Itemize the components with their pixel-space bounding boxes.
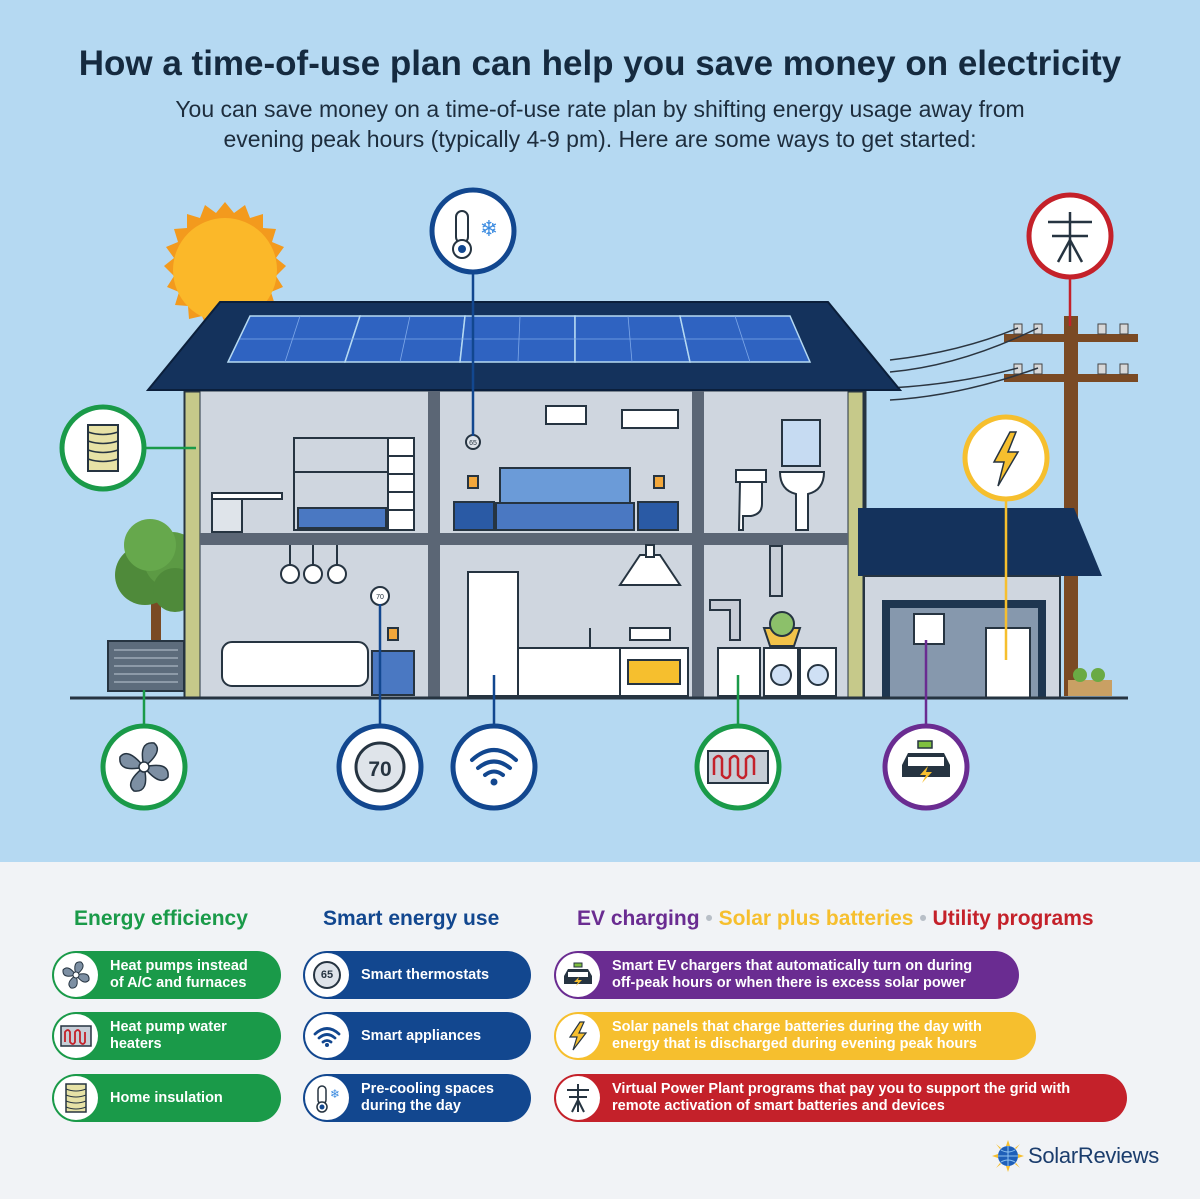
wifi-icon [305, 1014, 349, 1058]
lightning-icon [556, 1014, 600, 1058]
living-room [221, 545, 415, 696]
pill-text: Virtual Power Plant programs that pay yo… [612, 1081, 1070, 1115]
pill-text-line: Smart thermostats [361, 966, 490, 983]
pill-text-line: remote activation of smart batteries and… [612, 1098, 945, 1114]
programs-heading: EV charging • Solar plus batteries • Uti… [577, 907, 1094, 931]
pill-text-line: Smart appliances [361, 1027, 482, 1044]
bedroom [453, 405, 679, 531]
ev-callout [882, 723, 970, 811]
bunk-bed-room [211, 437, 415, 533]
heading-separator: • [705, 907, 713, 930]
power-pole-callout [1026, 192, 1114, 280]
smart-thermostat-pill: 65 Smart thermostats [303, 951, 531, 999]
fan-icon [54, 953, 98, 997]
pill-text-line: energy that is discharged during evening… [612, 1036, 977, 1052]
solar-batteries-heading: Solar plus batteries [718, 907, 914, 930]
pill-text: Smart EV chargers that automatically tur… [612, 958, 972, 992]
heat-pump-pill: Heat pumps instead of A/C and furnaces [52, 951, 281, 999]
pill-text-line: Solar panels that charge batteries durin… [612, 1019, 982, 1035]
pre-cooling-pill: ❄ Pre-cooling spaces during the day [303, 1074, 531, 1122]
thermostat-callout [336, 723, 424, 811]
ev-car-icon [556, 953, 600, 997]
water-heater-coil-icon [54, 1014, 98, 1058]
svg-text:❄: ❄ [330, 1087, 340, 1101]
solar-batteries-pill: Solar panels that charge batteries durin… [554, 1012, 1036, 1060]
smart-energy-use-heading: Smart energy use [323, 907, 500, 930]
solarreviews-logo: SolarReviews [992, 1140, 1159, 1172]
pill-text-line: Virtual Power Plant programs that pay yo… [612, 1081, 1071, 1097]
planter [1068, 668, 1112, 696]
subtitle-line-2: evening peak hours (typically 4-9 pm). H… [223, 126, 977, 152]
svg-text:❄: ❄ [480, 217, 498, 242]
pill-text-line: Smart EV chargers that automatically tur… [612, 958, 973, 974]
thermometer-snowflake-icon: ❄ [305, 1076, 349, 1120]
sun-globe-icon [992, 1140, 1024, 1172]
pill-text-line: Heat pumps instead [110, 958, 248, 974]
pill-text: Home insulation [110, 1090, 223, 1107]
pill-text-line: of A/C and furnaces [110, 975, 247, 991]
thermostat-icon: 65 [305, 953, 349, 997]
virtual-power-plant-pill: Virtual Power Plant programs that pay yo… [554, 1074, 1127, 1122]
wifi-callout [450, 723, 538, 811]
bathroom [735, 419, 826, 531]
floor-divider [200, 533, 848, 545]
wall-insulation-left [184, 391, 201, 699]
pill-text: Smart thermostats [361, 967, 489, 984]
ev-charging-heading: EV charging [577, 907, 700, 930]
lightning-callout [962, 414, 1050, 502]
pill-text: Pre-cooling spaces during the day [361, 1081, 494, 1115]
insulation-icon [54, 1076, 98, 1120]
garage [858, 508, 1102, 699]
insulation-pill: Home insulation [52, 1074, 281, 1122]
water-heater-callout [694, 723, 782, 811]
fan-callout [100, 723, 188, 811]
energy-efficiency-heading: Energy efficiency [74, 907, 248, 930]
power-pole-icon [556, 1076, 600, 1120]
heading-separator: • [919, 907, 927, 930]
pill-text-line: Heat pump water [110, 1019, 227, 1035]
insulation-callout [59, 404, 147, 492]
thermostat-callout-value: 70 [368, 758, 391, 781]
subtitle-line-1: You can save money on a time-of-use rate… [175, 96, 1025, 122]
pill-text-line: heaters [110, 1036, 162, 1052]
pill-text-line: off-peak hours or when there is excess s… [612, 975, 966, 991]
water-heater-pill: Heat pump water heaters [52, 1012, 281, 1060]
pill-text-line: during the day [361, 1098, 461, 1114]
utility-programs-heading: Utility programs [932, 907, 1094, 930]
roof [145, 301, 903, 391]
page-title: How a time-of-use plan can help you save… [78, 44, 1122, 83]
thermometer-snowflake-callout: ❄ [429, 187, 517, 275]
outdoor-heat-pump-unit [107, 640, 185, 692]
downstairs-thermostat-label: 70 [376, 594, 384, 601]
ev-charger-pill: Smart EV chargers that automatically tur… [554, 951, 1019, 999]
smart-appliances-pill: Smart appliances [303, 1012, 531, 1060]
page-subtitle: You can save money on a time-of-use rate… [100, 94, 1100, 154]
power-pole [889, 316, 1138, 696]
pill-text: Heat pump water heaters [110, 1019, 227, 1053]
kitchen [467, 544, 689, 697]
pill-text: Smart appliances [361, 1028, 481, 1045]
callout-lines [142, 262, 1072, 725]
pill-text: Solar panels that charge batteries durin… [612, 1019, 982, 1053]
pill-text-line: Pre-cooling spaces [361, 1081, 494, 1097]
pill-text-line: Home insulation [110, 1089, 223, 1106]
upstairs-thermostat-label: 65 [469, 440, 477, 447]
thermostat-badge: 65 [313, 961, 341, 989]
laundry-room [709, 545, 837, 697]
house-illustration: 65 70 [59, 187, 1138, 811]
brand-name: SolarReviews [1028, 1143, 1159, 1168]
sun-icon [164, 202, 286, 331]
pill-text: Heat pumps instead of A/C and furnaces [110, 958, 248, 992]
